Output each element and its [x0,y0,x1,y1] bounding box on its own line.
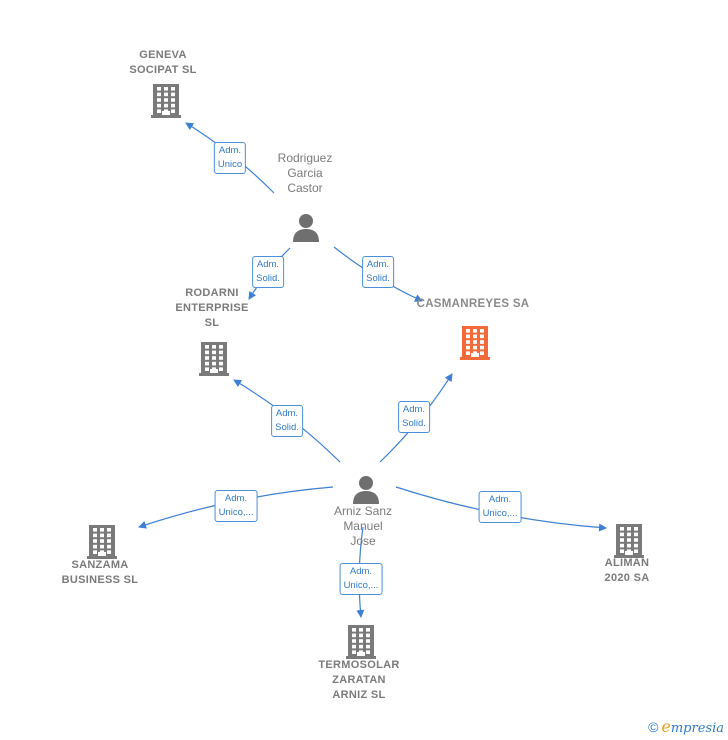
building-icon-aliman[interactable] [614,522,644,563]
edge-label-arniz-rodarni[interactable]: Adm. Solid. [271,405,303,437]
edge-label-arniz-termosolar[interactable]: Adm. Unico,... [339,563,383,595]
node-label-rodarni[interactable]: RODARNI ENTERPRISE SL [175,287,249,329]
node-label-arniz[interactable]: Arniz Sanz Manuel Jose [333,504,393,548]
edge-label-rodriguez-rodarni[interactable]: Adm. Solid. [252,256,284,288]
building-icon-termosolar[interactable] [346,623,376,664]
person-icon-arniz[interactable] [351,474,381,509]
edge-label-rodriguez-geneva[interactable]: Adm. Unico [213,142,247,174]
edge-label-rodriguez-casmanreyes[interactable]: Adm. Solid. [362,256,394,288]
building-icon-casmanreyes[interactable] [460,324,490,365]
node-label-rodriguez[interactable]: Rodriguez Garcia Castor [277,151,333,195]
footer-brand: © empresia [648,717,724,736]
node-label-geneva[interactable]: GENEVA SOCIPAT SL [129,49,197,76]
edge-label-arniz-sanzama[interactable]: Adm. Unico,... [214,490,258,522]
building-icon-rodarni[interactable] [199,340,229,381]
edge-label-arniz-aliman[interactable]: Adm. Unico,... [478,491,522,523]
person-icon-rodriguez[interactable] [291,212,321,247]
node-label-termosolar[interactable]: TERMOSOLAR ZARATAN ARNIZ SL [318,659,400,701]
building-icon-sanzama[interactable] [87,523,117,564]
copyright-symbol: © [648,718,659,735]
brand-logo: empresia [661,717,724,736]
building-icon-geneva[interactable] [151,82,181,123]
node-label-sanzama[interactable]: SANZAMA BUSINESS SL [61,559,139,586]
node-label-casmanreyes[interactable]: CASMANREYES SA [416,298,530,310]
edge-label-arniz-casmanreyes[interactable]: Adm. Solid. [398,401,430,433]
node-label-aliman[interactable]: ALIMAN 2020 SA [604,557,650,584]
